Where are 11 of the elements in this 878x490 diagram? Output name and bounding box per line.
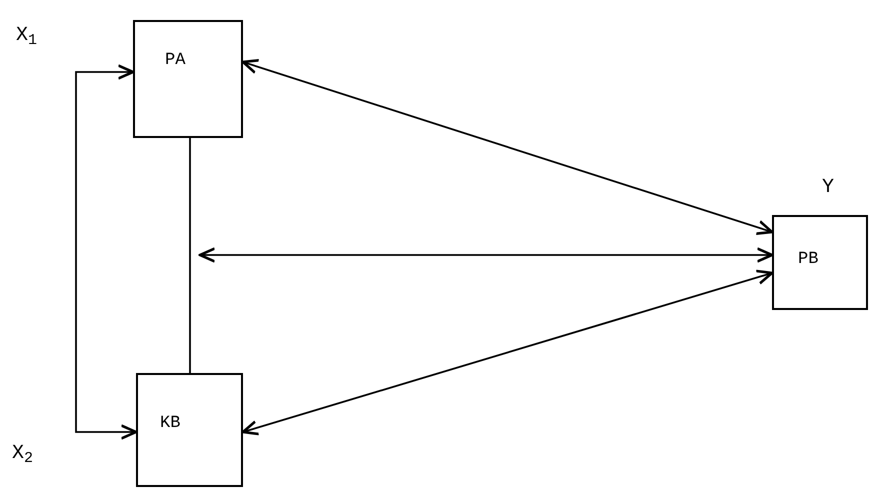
variable-label: X$_{1}$ — [16, 26, 38, 46]
connector-line — [189, 138, 191, 373]
box-label: PB — [798, 251, 818, 268]
variable-label: Y — [822, 178, 834, 198]
box-label: KB — [160, 415, 180, 432]
double-arrow — [242, 270, 774, 436]
double-arrow — [75, 64, 138, 440]
double-arrow — [242, 59, 774, 235]
box-label: PA — [165, 52, 186, 69]
variable-label: X$_{2}$ — [12, 444, 34, 464]
double-arrow — [198, 247, 774, 263]
